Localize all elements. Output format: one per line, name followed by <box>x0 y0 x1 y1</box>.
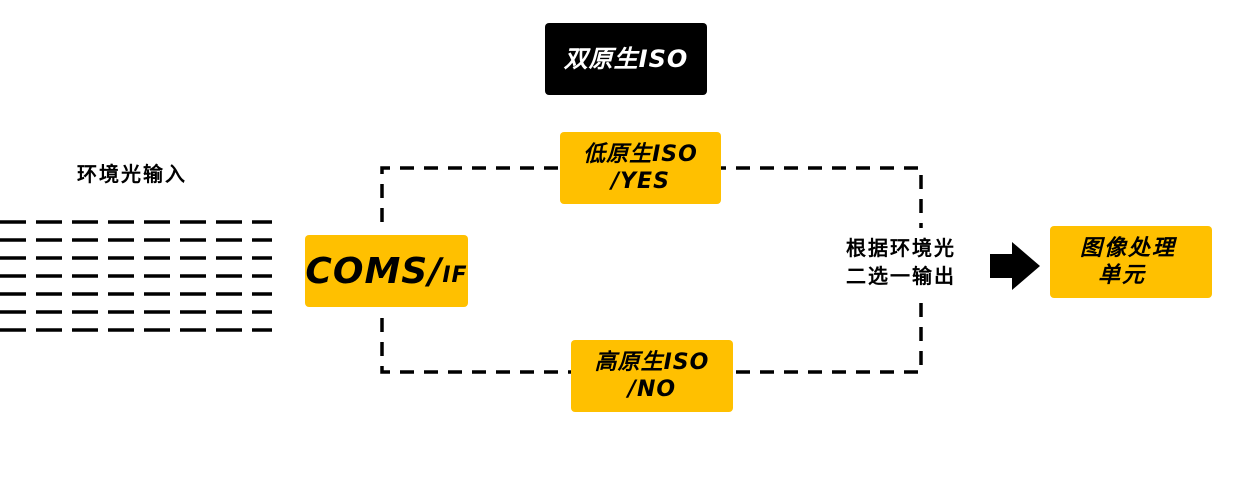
sensor-main-text: COMS/ <box>305 250 443 292</box>
output-arrow-icon <box>990 242 1040 290</box>
ambient-light-lines <box>0 220 272 332</box>
sensor-box: COMS/ IF <box>305 235 468 307</box>
high-iso-box: 高原生ISO /NO <box>571 340 733 412</box>
select-output-label: 根据环境光 二选一输出 <box>846 234 956 290</box>
ambient-input-label: 环境光输入 <box>77 162 187 186</box>
diagram-title: 双原生ISO <box>545 23 707 95</box>
select-label-line1: 根据环境光 <box>846 236 956 260</box>
diagram-title-text: 双原生ISO <box>563 45 689 73</box>
high-iso-line1: 高原生ISO <box>594 349 710 375</box>
high-iso-line2: /NO <box>627 377 677 402</box>
low-iso-line1: 低原生ISO <box>583 141 698 167</box>
processor-line2: 单元 <box>1098 263 1147 288</box>
low-iso-line2: /YES <box>611 169 670 194</box>
processor-line1: 图像处理 <box>1080 235 1177 261</box>
sensor-sub-text: IF <box>442 262 468 288</box>
select-label-line2: 二选一输出 <box>846 264 956 288</box>
low-iso-box: 低原生ISO /YES <box>560 132 721 204</box>
image-processor-box: 图像处理 单元 <box>1050 226 1212 298</box>
